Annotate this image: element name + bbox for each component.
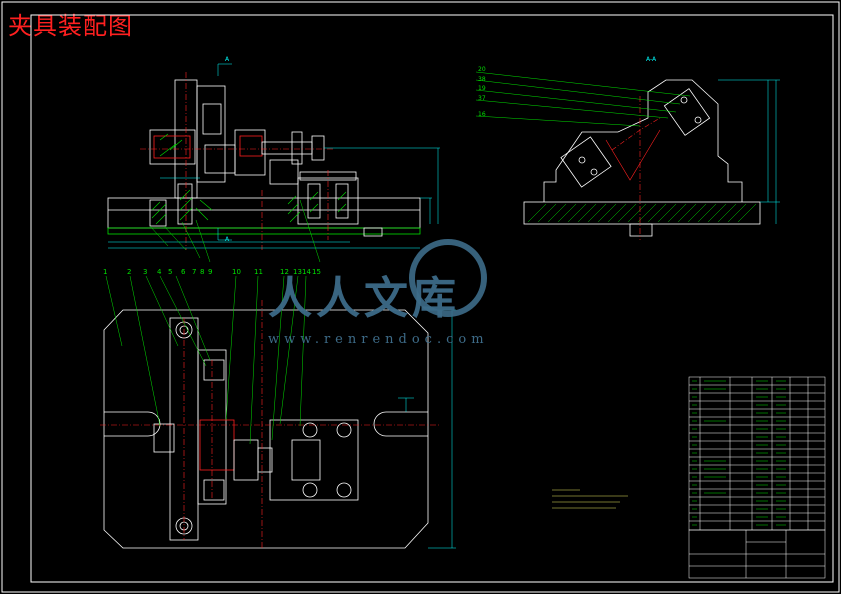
section-label-aa: A-A xyxy=(646,56,657,63)
inner-frame xyxy=(30,14,834,583)
front-view xyxy=(107,79,421,237)
callout-15: 15 xyxy=(312,268,321,276)
section-hatch xyxy=(527,203,757,223)
front-hatch xyxy=(151,133,347,225)
title-block xyxy=(688,529,826,579)
callout-12: 12 xyxy=(280,268,289,276)
callout-19: 19 xyxy=(478,85,486,92)
front-centerlines xyxy=(140,72,335,250)
callout-38: 38 xyxy=(478,76,486,83)
front-callout-leaders xyxy=(149,199,321,263)
callout-16: 16 xyxy=(478,111,486,118)
bom-table xyxy=(688,376,826,531)
callout-37: 37 xyxy=(478,95,486,102)
top-centerlines xyxy=(100,300,440,550)
watermark-main: 人人文库 xyxy=(268,273,460,324)
drawing-title: 夹具装配图 xyxy=(8,12,133,40)
tech-requirements xyxy=(552,489,628,509)
callout-9: 9 xyxy=(208,268,213,276)
callout-10: 10 xyxy=(232,268,241,276)
watermark-url: www.renrendoc.com xyxy=(268,332,489,347)
section-callout-leaders xyxy=(475,71,691,127)
bom-table-text xyxy=(692,380,786,526)
callout-3: 3 xyxy=(143,268,148,276)
callout-5: 5 xyxy=(168,268,173,276)
section-label-a-top: A xyxy=(225,56,230,63)
top-callout-leaders xyxy=(105,275,307,445)
base-plate xyxy=(107,197,421,229)
base-outline xyxy=(103,309,429,549)
callout-7: 7 xyxy=(192,268,197,276)
callout-13: 13 xyxy=(293,268,302,276)
callout-20: 20 xyxy=(478,66,486,73)
section-aa-view xyxy=(523,79,761,237)
callout-2: 2 xyxy=(127,268,132,276)
callout-8: 8 xyxy=(200,268,205,276)
section-label-a-bottom: A xyxy=(225,236,230,243)
section-dimensions xyxy=(718,79,780,224)
callout-1: 1 xyxy=(103,268,108,276)
section-centerlines xyxy=(605,96,661,240)
callout-14: 14 xyxy=(302,268,311,276)
callout-6: 6 xyxy=(181,268,186,276)
callout-4: 4 xyxy=(157,268,162,276)
callout-11: 11 xyxy=(254,268,263,276)
front-dimensions xyxy=(108,63,440,249)
